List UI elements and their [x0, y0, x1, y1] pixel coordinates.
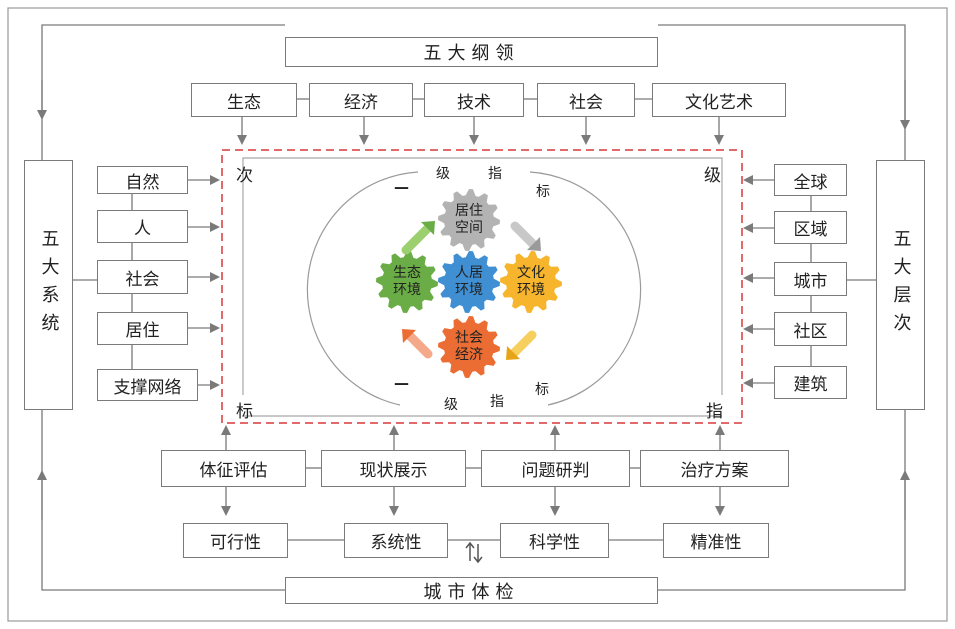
quality-box: 系统性 — [344, 523, 448, 558]
right-title: 五大层次 — [890, 229, 912, 341]
step-box: 治疗方案 — [640, 450, 789, 487]
system-box: 支撑网络 — [97, 369, 198, 401]
step-label: 问题研判 — [521, 461, 590, 481]
principle-label: 技术 — [457, 92, 491, 113]
quality-label: 系统性 — [370, 533, 422, 553]
quality-box: 可行性 — [183, 523, 288, 558]
step-label: 治疗方案 — [680, 461, 749, 481]
inner-brackets — [242, 157, 723, 417]
level-box: 区域 — [774, 211, 847, 244]
gears-layer — [376, 189, 562, 378]
gear-living-space — [438, 189, 500, 251]
step-lines — [221, 425, 725, 516]
corner-label-bottom-left: 标 — [236, 402, 253, 422]
quality-box: 科学性 — [500, 523, 609, 558]
bottom-title: 城市体检 — [423, 581, 520, 603]
step-label: 现状展示 — [359, 461, 428, 481]
gear-label-ecology: 生态环境 — [393, 265, 421, 298]
cycle-arrows-icon — [465, 541, 483, 564]
gear-culture — [500, 251, 562, 313]
ring-label: — — [394, 178, 409, 196]
principle-box: 经济 — [309, 83, 413, 117]
step-label: 体征评估 — [199, 461, 268, 481]
step-box: 现状展示 — [321, 450, 466, 487]
system-box: 自然 — [97, 166, 188, 194]
arrow-icon — [405, 331, 433, 359]
left-title: 五大系统 — [38, 229, 60, 341]
principle-label: 生态 — [227, 92, 261, 113]
level-box: 建筑 — [774, 366, 847, 399]
system-box: 居住 — [97, 312, 188, 345]
arrow-icon — [421, 221, 435, 235]
gear-society-economy — [438, 316, 500, 378]
level-label: 社区 — [793, 321, 828, 342]
gear-human-settlement — [438, 251, 500, 313]
right-title-box: 五大层次 — [876, 160, 925, 410]
outer-loop — [37, 24, 910, 591]
level-label: 区域 — [793, 220, 828, 240]
gear-label-society-economy: 社会经济 — [455, 330, 483, 363]
system-label: 社会 — [125, 269, 160, 290]
quality-label: 科学性 — [529, 533, 580, 553]
principle-lines — [237, 98, 724, 145]
principle-label: 社会 — [569, 92, 603, 113]
central-dashed-area — [221, 149, 743, 424]
ring-label: 标 — [535, 382, 549, 398]
left-title-box: 五大系统 — [24, 160, 73, 410]
level-lines — [743, 175, 876, 388]
principle-box: 社会 — [537, 83, 635, 117]
gear-ring — [306, 171, 642, 406]
quality-label: 精准性 — [690, 533, 742, 553]
system-lines — [72, 175, 220, 390]
level-label: 城市 — [793, 271, 828, 292]
level-box: 城市 — [774, 262, 847, 296]
gear-ecology — [376, 251, 438, 313]
principle-box: 生态 — [191, 83, 297, 117]
system-label: 支撑网络 — [113, 377, 182, 398]
level-box: 社区 — [774, 312, 847, 346]
gear-label-human-settlement: 人居环境 — [455, 265, 483, 298]
arrow-icon — [510, 221, 538, 249]
system-box: 社会 — [97, 260, 188, 294]
quality-box: 精准性 — [663, 523, 769, 558]
outer-frame — [7, 7, 948, 622]
bottom-title-box: 城市体检 — [285, 577, 658, 604]
arrow-icon — [506, 346, 520, 360]
quality-label: 可行性 — [210, 533, 261, 553]
principle-box: 文化艺术 — [652, 83, 786, 117]
top-title: 五大纲领 — [423, 43, 520, 64]
system-label: 居住 — [125, 321, 160, 341]
step-box: 问题研判 — [481, 450, 630, 487]
ring-label: 指 — [488, 166, 502, 182]
step-box: 体征评估 — [161, 450, 306, 487]
level-label: 建筑 — [793, 375, 828, 395]
corner-label-top-right: 级 — [704, 166, 721, 186]
level-box: 全球 — [774, 164, 847, 196]
ring-label: 级 — [444, 397, 458, 413]
principle-label: 文化艺术 — [685, 92, 753, 113]
ring-label: 标 — [536, 184, 550, 200]
arrow-icon — [401, 223, 433, 255]
level-label: 全球 — [793, 172, 828, 193]
arrow-icon — [527, 237, 541, 251]
arrow-icon — [402, 329, 416, 343]
principle-label: 经济 — [344, 92, 378, 113]
ring-label: 指 — [490, 394, 504, 410]
ring-label: 级 — [436, 166, 450, 182]
gear-arrow-icons — [401, 221, 541, 360]
principle-box: 技术 — [424, 83, 524, 117]
system-label: 自然 — [125, 172, 160, 193]
system-box: 人 — [97, 210, 188, 243]
ring-label: — — [394, 374, 409, 392]
gear-label-living-space: 居住空间 — [455, 203, 483, 236]
arrow-icon — [509, 330, 537, 358]
top-title-box: 五大纲领 — [285, 37, 658, 67]
gear-label-culture: 文化环境 — [517, 265, 545, 298]
corner-label-top-left: 次 — [236, 166, 253, 186]
system-label: 人 — [134, 219, 151, 239]
corner-label-bottom-right: 指 — [706, 402, 723, 422]
